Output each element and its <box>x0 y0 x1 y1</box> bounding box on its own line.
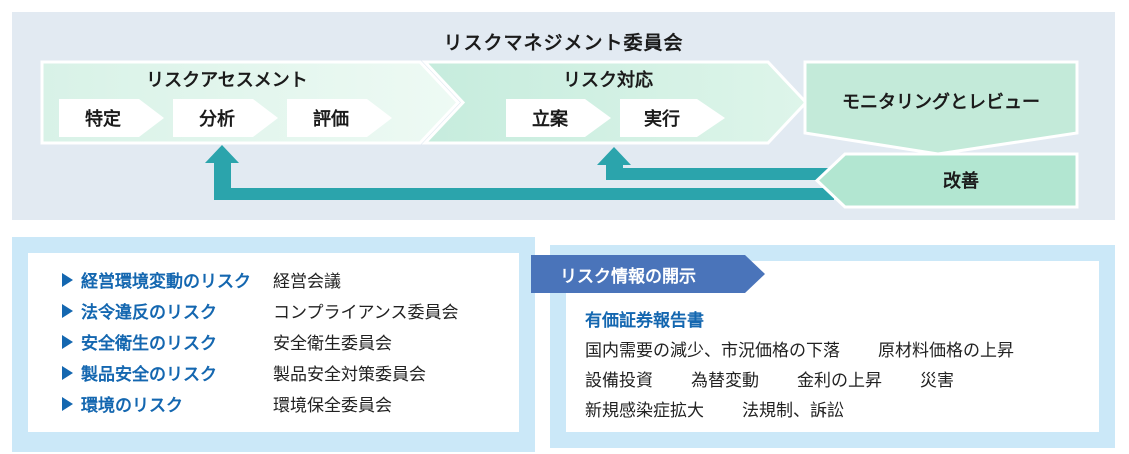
risk-list-box: 経営環境変動のリスク 経営会議 法令違反のリスク コンプライアンス委員会 安全衛… <box>12 237 535 452</box>
disclosure-line: 国内需要の減少、市況価格の下落 原材料価格の上昇 <box>585 333 1099 363</box>
improvement-chevron <box>814 152 1079 209</box>
risk-disclosure-box: 有価証券報告書 国内需要の減少、市況価格の下落 原材料価格の上昇 設備投資 為替… <box>531 245 1115 448</box>
risk-list-inner: 経営環境変動のリスク 経営会議 法令違反のリスク コンプライアンス委員会 安全衛… <box>28 253 519 432</box>
up-arrowhead-icon <box>597 147 631 165</box>
risk-management-flow-panel: リスクマネジメント委員会 リスクアセスメント 特定 分析 評価 リスク対応 立案… <box>12 12 1115 220</box>
risk-name: 製品安全のリスク <box>81 365 217 384</box>
disclosure-banner-label: リスク情報の開示 <box>560 266 696 286</box>
feedback-arrow-to-analyze <box>205 145 834 200</box>
committee-name: 環境保全委員会 <box>273 396 392 415</box>
committee-name: コンプライアンス委員会 <box>273 303 459 322</box>
risk-factor: 国内需要の減少、市況価格の下落 <box>585 340 840 360</box>
risk-factor: 新規感染症拡大 <box>585 400 704 420</box>
step-identify-label: 特定 <box>85 108 121 129</box>
step-plan-label: 立案 <box>532 108 569 129</box>
step-evaluate-label: 評価 <box>313 108 349 129</box>
step-analyze-chevron <box>173 99 278 137</box>
step-execute-label: 実行 <box>644 108 680 129</box>
triangle-bullet-icon <box>62 396 73 411</box>
risk-factor: 法規制、訴訟 <box>742 400 844 420</box>
disclosure-banner: リスク情報の開示 <box>531 255 765 293</box>
disclosure-content: 有価証券報告書 国内需要の減少、市況価格の下落 原材料価格の上昇 設備投資 為替… <box>566 261 1099 423</box>
securities-report-title: 有価証券報告書 <box>585 310 704 330</box>
list-item: 製品安全のリスク 製品安全対策委員会 <box>62 357 519 388</box>
list-item: 安全衛生のリスク 安全衛生委員会 <box>62 326 519 357</box>
list-item: 経営環境変動のリスク 経営会議 <box>62 264 519 295</box>
process-flow-diagram: リスクアセスメント 特定 分析 評価 リスク対応 立案 実行 モニタリングとレビ… <box>40 60 1079 209</box>
risk-name: 環境のリスク <box>81 396 183 415</box>
risk-factor: 設備投資 <box>585 370 653 390</box>
response-label: リスク対応 <box>563 69 653 90</box>
disclosure-line: 設備投資 為替変動 金利の上昇 災害 <box>585 363 1099 393</box>
risk-factor: 為替変動 <box>691 370 759 390</box>
feedback-arrow-to-plan <box>597 147 834 180</box>
risk-factor: 原材料価格の上昇 <box>878 340 1014 360</box>
risk-name: 経営環境変動のリスク <box>81 272 251 291</box>
monitoring-block <box>803 60 1079 156</box>
improvement-label: 改善 <box>943 170 979 191</box>
step-analyze-label: 分析 <box>199 108 235 129</box>
triangle-bullet-icon <box>62 334 73 349</box>
step-plan-chevron <box>506 99 611 137</box>
up-arrowhead-icon <box>205 145 239 163</box>
risk-name: 法令違反のリスク <box>81 303 217 322</box>
triangle-bullet-icon <box>62 365 73 380</box>
disclosure-line: 新規感染症拡大 法規制、訴訟 <box>585 393 1099 423</box>
committee-name: 製品安全対策委員会 <box>273 365 426 384</box>
triangle-bullet-icon <box>62 272 73 287</box>
risk-factor: 災害 <box>920 370 954 390</box>
risk-name: 安全衛生のリスク <box>81 334 217 353</box>
committee-name: 安全衛生委員会 <box>273 334 392 353</box>
monitoring-label: モニタリングとレビュー <box>842 91 1040 112</box>
step-evaluate-chevron <box>287 99 392 137</box>
list-item: 環境のリスク 環境保全委員会 <box>62 388 519 419</box>
risk-rows: 経営環境変動のリスク 経営会議 法令違反のリスク コンプライアンス委員会 安全衛… <box>28 253 519 419</box>
step-identify-chevron <box>59 99 164 137</box>
committee-name: 経営会議 <box>273 272 341 291</box>
assessment-label: リスクアセスメント <box>146 70 308 90</box>
step-execute-chevron <box>620 99 725 137</box>
risk-factor: 金利の上昇 <box>797 370 882 390</box>
list-item: 法令違反のリスク コンプライアンス委員会 <box>62 295 519 326</box>
triangle-bullet-icon <box>62 303 73 318</box>
panel-title: リスクマネジメント委員会 <box>443 33 684 54</box>
